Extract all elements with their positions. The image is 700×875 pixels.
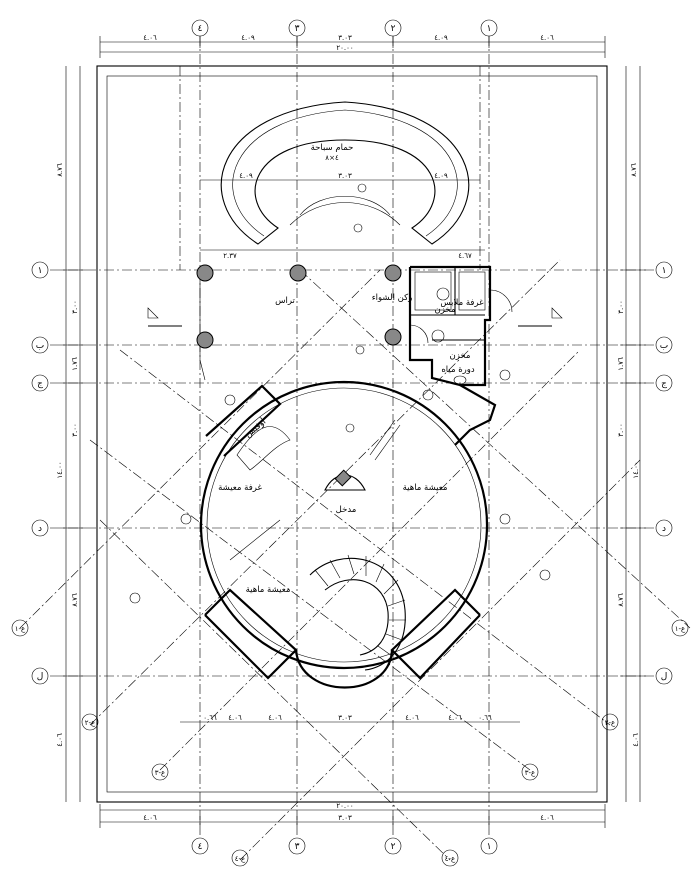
grid-col-1-bottom: ١ [487,842,492,852]
spiral-stair [309,554,406,671]
grid-bubbles-top: ٤ ٣ ٢ ١ [191,19,498,37]
dim-top-total: ٢٠.٠٠ [336,44,353,52]
reception-label: ركن الشواء [372,293,413,303]
section-markers [147,307,563,327]
grid-row-l1: ١ [38,266,43,276]
section-bubble-left: ع-١ [15,625,26,633]
dim-in-7: ٠.٦٦ [478,714,492,722]
dim-in-4: ٣.٠٣ [338,714,352,722]
grid-row-l4: د [38,524,42,534]
top-dimension-chain: ٤.٠٦ ٤.٠٩ ٣.٠٣ ٤.٠٩ ٤.٠٦ ٢٠.٠٠ [99,34,606,58]
dim-left-3: ٣.٠٠ [71,423,79,437]
dim-in-6: ٤.٠٦ [448,714,462,722]
dim-right-mid: ١٤.٠٠ [632,461,640,478]
bottom-inner-dims: ٠.٦٦ ٤.٠٦ ٤.٠٦ ٣.٠٣ ٤.٠٦ ٤.٠٦ ٠.٦٦ [180,714,520,723]
living3-label: معيشة ماهية [246,585,291,595]
grid-col-3-bottom: ٣ [295,842,300,852]
dim-top-4: ٤.٠٩ [434,34,448,42]
pool-label: حمام سباحة [311,143,354,153]
dim-top-1: ٤.٠٦ [143,34,157,42]
stair-label: مدخل [336,505,357,515]
section-bubble-bottom-right: ع-٣ [525,769,536,777]
dim-bottom-2: ٣.٠٣ [338,814,352,822]
section-bubble-foot-left: ع-٤ [235,855,246,863]
dim-terrace-right: ٤.٦٧ [458,252,472,260]
dim-left-top: ٨.٧٦ [56,163,64,177]
dim-right-1: ٣.٠٠ [617,300,625,314]
dim-left-4: ٨.٧٦ [71,593,79,607]
grid-row-r1: ١ [662,266,667,276]
pool-sub-label: ٤×٨ [325,154,339,162]
terrace-label: تراس [275,296,295,306]
dim-right-top: ٨.٧٦ [630,163,638,177]
section-bubble-sec-right: ع-٢ [605,719,616,727]
site-boundary-inner [106,75,598,793]
dim-left-5: ٤.٠٦ [56,733,64,747]
dim-right-3: ٣.٠٠ [617,423,625,437]
dim-pool-right: ٤.٠٩ [434,172,448,180]
grid-row-r4: د [662,524,666,534]
dim-top-3: ٣.٠٣ [338,34,352,42]
service-block: ركن الشواء مخزن غرفة ملابس مخزن دورة ميا… [372,265,513,387]
dim-top-2: ٤.٠٩ [241,34,255,42]
grid-col-4-bottom: ٤ [198,842,203,852]
dim-left-2: ١.٧٦ [71,357,79,371]
section-bubble-foot-right: ع-٤ [445,855,456,863]
living1-label: غرفة معيشة [218,483,262,493]
living2-label: معيشة ماهية [403,483,448,493]
dim-bottom-1: ٤.٠٦ [143,814,157,822]
dim-bottom-3: ٤.٠٦ [540,814,554,822]
lower-wings [204,588,481,689]
columns [196,264,402,349]
grid-col-1: ١ [487,24,492,34]
grid-row-l3: ج [37,379,43,389]
section-bubbles: ع-١ ع-١ ع-٢ ع-٢ ع-٣ ع-٣ ع-٤ ع-٤ [11,619,689,867]
dim-top-5: ٤.٠٦ [540,34,554,42]
section-bubble-sec-left: ع-٢ [85,719,96,727]
grid-bubbles-bottom: ٤ ٣ ٢ ١ [191,837,498,855]
dim-right-2: ١.٧٦ [617,357,625,371]
storage2-label: مخزن [450,351,471,361]
main-circular-hall: غرفة معيشة معيشة ماهية معيشة ماهية مدخل [199,380,489,670]
upper-diagonal-wing: أوفيس [205,384,497,471]
dim-left-mid: ١٤.٠٠ [56,461,64,478]
grid-bubbles-left: ١ ب ج د ل [31,261,49,685]
grid-col-3: ٣ [295,24,300,34]
dim-pool-left: ٤.٠٩ [239,172,253,180]
site-boundary-outer [96,65,608,803]
services-label: غرفة ملابس [440,298,484,308]
bottom-dimension-chain: ٢٠.٠٠ ٤.٠٦ ٣.٠٣ ٤.٠٦ [99,802,606,828]
dim-left-1: ٣.٠٠ [71,300,79,314]
grid-row-r5: ل [661,672,668,682]
dim-in-3: ٤.٠٦ [268,714,282,722]
grid-col-4: ٤ [198,24,203,34]
storage-label: مخزن [435,305,456,315]
dim-in-1: ٠.٦٦ [203,714,217,722]
dim-terrace-left: ٢.٣٧ [223,252,237,260]
grid-axes [19,36,691,861]
grid-row-l5: ل [37,672,44,682]
swimming-pool: حمام سباحة ٤×٨ ٤.٠٩ ٣.٠٣ ٤.٠٩ [200,101,480,245]
dim-right-4: ٨.٧٦ [617,593,625,607]
grid-row-r2: ب [660,341,668,351]
dim-in-2: ٤.٠٦ [228,714,242,722]
grid-row-r3: ج [661,379,667,389]
grid-row-l2: ب [36,341,44,351]
section-bubble-right: ع-١ [675,625,686,633]
dim-pool-center: ٣.٠٣ [338,172,352,180]
dim-in-5: ٤.٠٦ [405,714,419,722]
level-markers [129,183,551,604]
terrace: ٢.٣٧ ٤.٦٧ تراس [199,249,485,381]
dim-right-5: ٤.٠٦ [632,733,640,747]
dim-bottom-total: ٢٠.٠٠ [336,802,353,810]
toilet-label: دورة مياه [441,365,475,375]
grid-bubbles-right: ١ ب ج د ل [655,261,673,685]
section-bubble-bottom-left: ع-٣ [155,769,166,777]
grid-col-2-bottom: ٢ [391,842,396,852]
grid-col-2: ٢ [391,24,396,34]
